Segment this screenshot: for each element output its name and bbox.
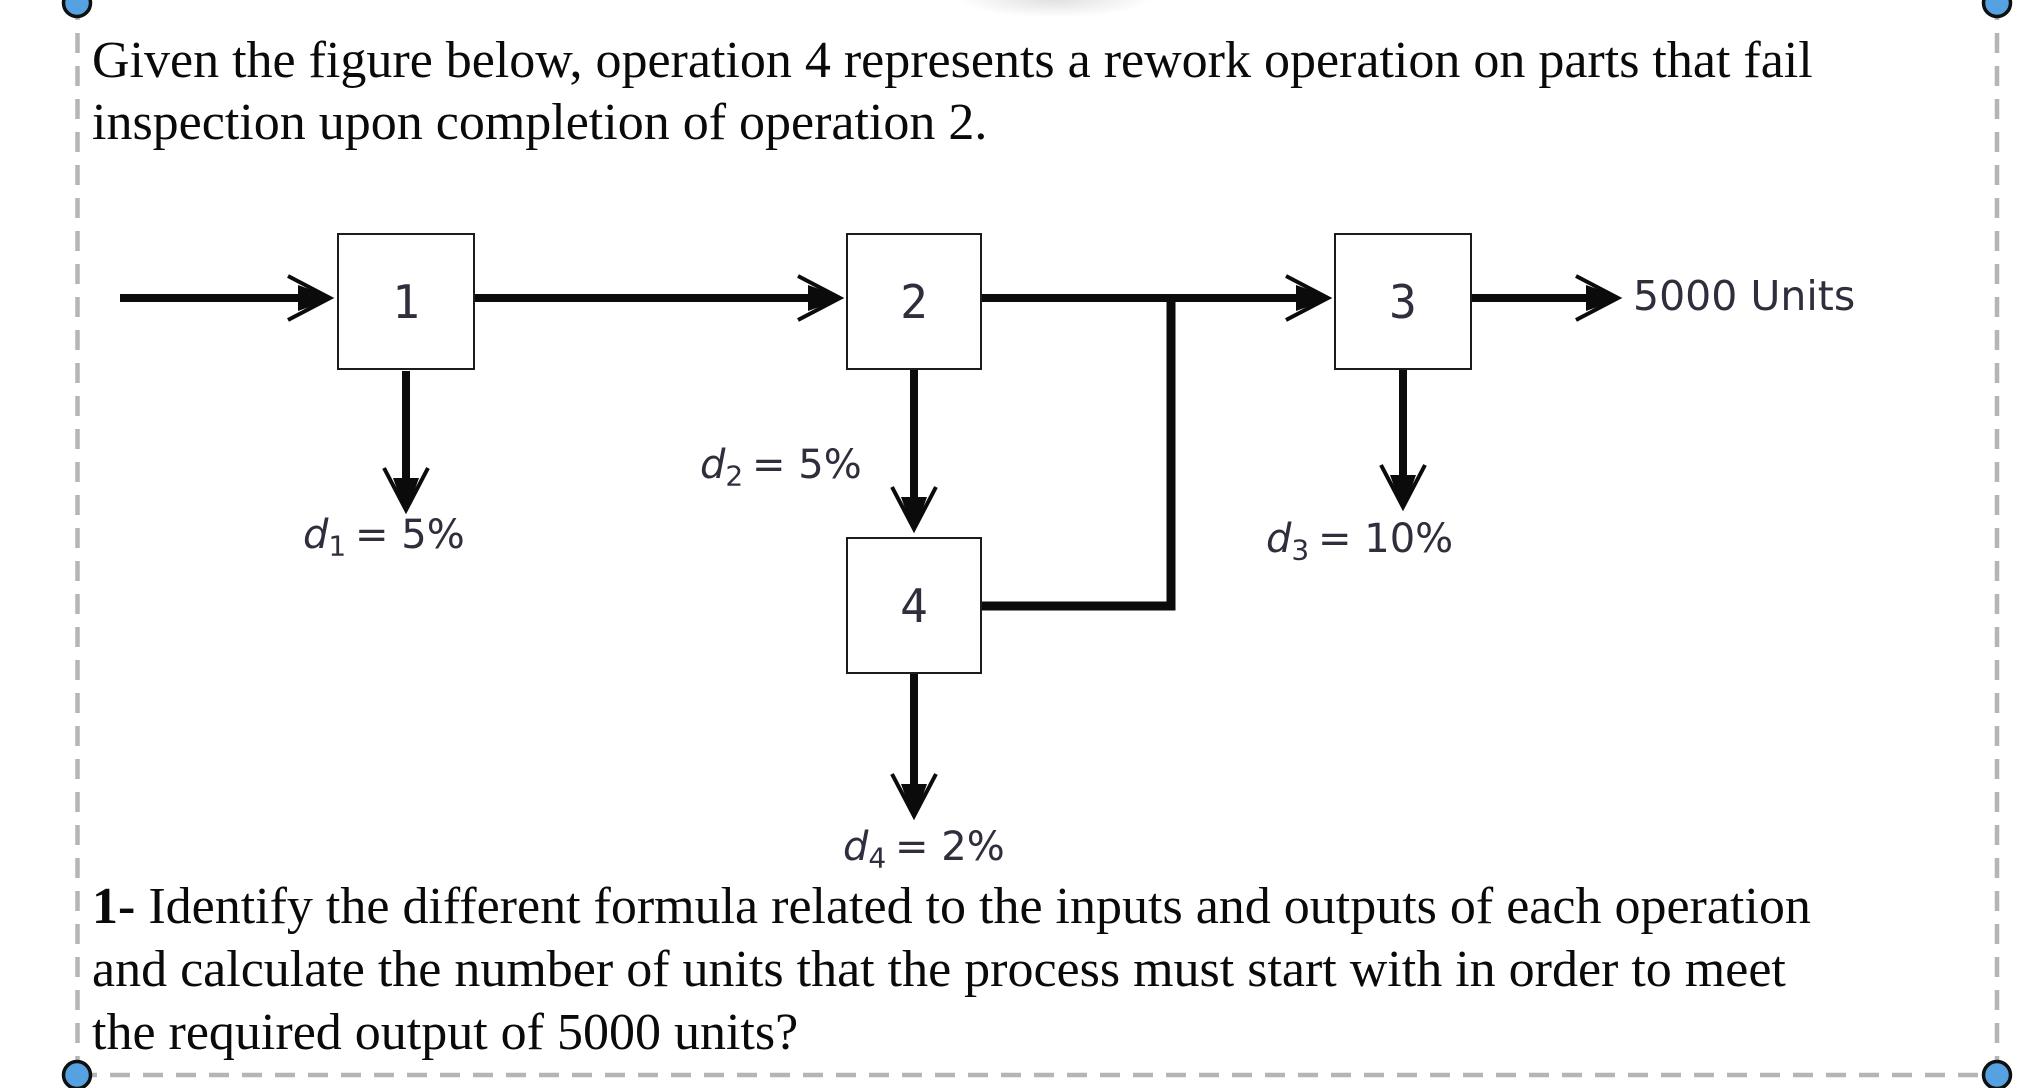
defect-rate-label-3: d3= 10%: [1266, 516, 1453, 566]
defect-symbol: d: [1266, 516, 1292, 562]
process-box-2: 2: [846, 233, 982, 370]
defect-arrow-2-to-4: [890, 370, 938, 534]
arrow-head: [1390, 475, 1416, 511]
arrow-head: [901, 497, 927, 533]
output-units-label: 5000 Units: [1633, 272, 1856, 320]
rework-return-line: [982, 300, 1176, 611]
defect-subscript: 2: [725, 459, 744, 493]
arrow-head: [901, 784, 927, 820]
arrow-head: [393, 478, 419, 514]
defect-arrow-1: [382, 371, 430, 515]
defect-value: = 10%: [1318, 516, 1454, 562]
intro-line-1: Given the figure below, operation 4 repr…: [92, 32, 1813, 89]
defect-symbol: d: [700, 442, 726, 488]
process-box-4: 4: [846, 537, 982, 674]
flow-arrow-1-to-2: [475, 274, 845, 322]
question-task-text: 1- Identify the different formula relate…: [92, 875, 1811, 1064]
process-box-label: 2: [900, 274, 928, 329]
question-intro-text: Given the figure below, operation 4 repr…: [92, 30, 1813, 154]
flow-arrow-output: [1472, 274, 1623, 322]
arrow-head: [808, 285, 844, 311]
flow-arrow-input: [120, 274, 335, 322]
defect-symbol: d: [843, 824, 869, 870]
defect-subscript: 3: [1291, 533, 1310, 567]
task-line-2: and calculate the number of units that t…: [92, 941, 1786, 998]
selection-handle-bottom-right[interactable]: [1981, 1059, 2013, 1088]
flow-arrow-2-to-3: [982, 274, 1333, 322]
task-line-1-rest: Identify the different formula related t…: [135, 878, 1811, 935]
process-box-1: 1: [337, 233, 475, 370]
arrow-head: [1586, 285, 1622, 311]
process-box-label: 4: [900, 578, 928, 633]
defect-rate-label-4: d4= 2%: [843, 824, 1005, 874]
selection-handle-top-left[interactable]: [61, 0, 93, 19]
defect-subscript: 4: [868, 841, 887, 875]
defect-arrow-3: [1379, 370, 1427, 512]
process-box-3: 3: [1334, 233, 1472, 370]
task-line-3: the required output of 5000 units?: [92, 1004, 799, 1061]
intro-line-2: inspection upon completion of operation …: [92, 94, 988, 151]
arrow-head: [1296, 285, 1332, 311]
process-box-label: 3: [1389, 274, 1417, 329]
defect-value: = 5%: [355, 512, 465, 558]
defect-subscript: 1: [328, 529, 347, 563]
selection-handle-top-right[interactable]: [1981, 0, 2013, 19]
top-edge-shadow: [920, 0, 1190, 30]
defect-arrow-4: [890, 674, 938, 821]
defect-rate-label-2: d2= 5%: [700, 442, 862, 493]
arrow-head: [298, 285, 334, 311]
defect-symbol: d: [303, 512, 329, 558]
process-box-label: 1: [392, 274, 420, 329]
selection-handle-bottom-left[interactable]: [61, 1059, 93, 1088]
defect-value: = 2%: [895, 824, 1005, 870]
task-number: 1-: [92, 878, 136, 935]
task-line-1: 1- Identify the different formula relate…: [92, 875, 1811, 938]
defect-value: = 5%: [752, 442, 862, 488]
defect-rate-label-1: d1= 5%: [303, 512, 465, 562]
